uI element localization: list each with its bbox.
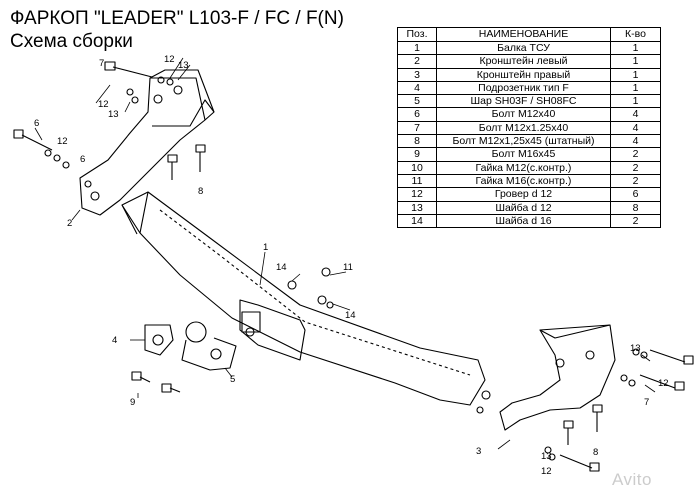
mounting-plate <box>239 299 306 361</box>
cell-name: Шар SH03F / SH08FC <box>436 94 611 109</box>
callout-6b: 6 <box>80 154 85 165</box>
cell-pos: 3 <box>397 67 437 82</box>
callout-5: 5 <box>230 374 235 385</box>
cell-qty: 2 <box>610 147 661 162</box>
callout-11: 11 <box>343 262 353 273</box>
cell-qty: 1 <box>610 67 661 82</box>
right-bracket <box>476 324 616 431</box>
bolts-center <box>131 267 334 393</box>
cell-qty: 2 <box>610 160 661 175</box>
page-title: ФАРКОП "LEADER" L103-F / FC / F(N) <box>10 8 344 29</box>
callout-3: 3 <box>476 446 481 457</box>
cell-name: Болт M12x1,25x45 (штатный) <box>436 134 611 149</box>
leader-lines <box>34 57 656 450</box>
callout-14: 14 <box>276 262 287 273</box>
cell-qty: 2 <box>610 213 661 229</box>
cell-qty: 1 <box>610 94 661 109</box>
callout-12e: 12 <box>541 466 552 477</box>
callout-13d: 13 <box>541 451 552 462</box>
cell-name: Кронштейн левый <box>436 54 611 69</box>
callout-12d: 12 <box>658 378 669 389</box>
cell-qty: 4 <box>610 120 661 136</box>
cell-qty: 4 <box>610 107 661 122</box>
callout-6: 6 <box>34 118 39 129</box>
cell-qty: 1 <box>610 80 661 96</box>
cell-name: Гайка M16(с.контр.) <box>436 173 611 189</box>
cell-qty: 6 <box>610 187 661 202</box>
page-subtitle: Схема сборки <box>10 31 133 52</box>
callout-8: 8 <box>198 186 203 197</box>
cell-qty: 4 <box>610 134 661 149</box>
cell-name: Болт M12x40 <box>436 107 611 122</box>
cell-qty: 1 <box>610 54 661 69</box>
callout-12: 12 <box>164 54 175 65</box>
cell-name: Шайба d 12 <box>436 200 611 215</box>
towball <box>181 321 237 371</box>
callout-12b: 12 <box>98 99 109 110</box>
bolts-left <box>13 61 206 180</box>
cell-name: Шайба d 16 <box>436 213 611 229</box>
cell-name: Балка ТСУ <box>436 40 611 56</box>
callout-12c: 12 <box>57 136 68 147</box>
callout-7b: 7 <box>644 397 649 408</box>
cell-qty: 8 <box>610 200 661 215</box>
callout-13: 13 <box>178 60 189 71</box>
callout-4: 4 <box>112 335 117 346</box>
callout-9: 9 <box>130 397 135 408</box>
tow-beam <box>121 191 486 406</box>
cell-pos: 7 <box>397 120 437 136</box>
cell-name: Болт M16x45 <box>436 147 611 162</box>
watermark-logo: Avito <box>612 470 652 489</box>
cell-name: Болт M12x1.25x40 <box>436 120 611 136</box>
cell-pos: 11 <box>397 173 437 189</box>
callout-7: 7 <box>99 58 104 69</box>
callout-8b: 8 <box>593 447 598 458</box>
cell-qty: 2 <box>610 173 661 189</box>
left-bracket <box>79 69 215 216</box>
callout-2: 2 <box>67 218 72 229</box>
cell-qty: 1 <box>610 40 661 56</box>
callout-13b: 13 <box>108 109 119 120</box>
cell-pos: 8 <box>397 134 437 149</box>
cell-name: Гровер d 12 <box>436 187 611 202</box>
callout-1: 1 <box>263 242 268 253</box>
bolts-right <box>544 348 694 472</box>
cell-name: Кронштейн правый <box>436 67 611 82</box>
callout-13c: 13 <box>630 343 641 354</box>
callout-14b: 14 <box>345 310 356 321</box>
socket-holder <box>144 324 174 356</box>
callout-labels: 1 2 3 4 5 6 6 7 7 8 8 9 11 12 12 12 12 1… <box>34 54 669 477</box>
cell-name: Подрозетник тип F <box>436 80 611 96</box>
